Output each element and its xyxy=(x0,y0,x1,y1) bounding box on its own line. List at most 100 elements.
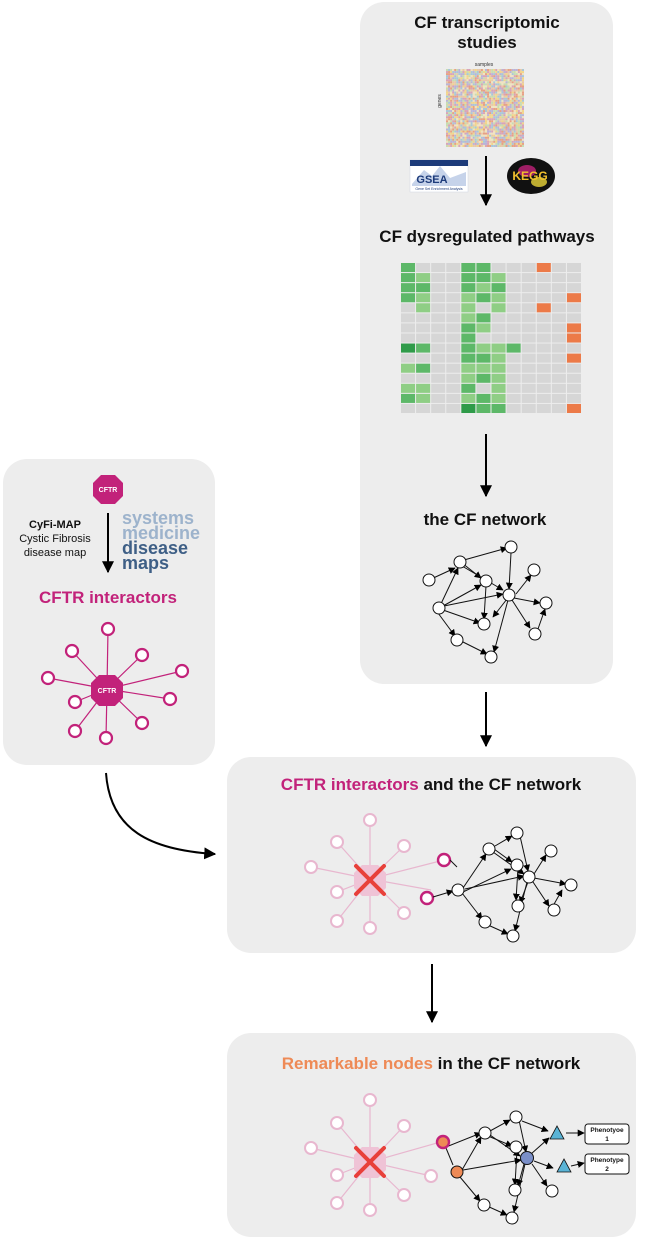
matrix-cell xyxy=(485,130,488,133)
matrix-cell xyxy=(491,126,494,129)
heatmap-cell xyxy=(566,383,581,393)
matrix-cell xyxy=(468,105,471,108)
matrix-cell xyxy=(491,95,494,98)
matrix-cell xyxy=(511,71,514,74)
matrix-cell xyxy=(452,114,455,117)
matrix-cell xyxy=(462,91,465,94)
matrix-cell xyxy=(517,77,520,80)
matrix-cell xyxy=(454,85,457,88)
matrix-cell xyxy=(478,134,481,137)
matrix-cell xyxy=(482,144,485,147)
matrix-cell xyxy=(466,81,469,84)
matrix-cell xyxy=(521,118,524,121)
matrix-cell xyxy=(470,120,473,123)
matrix-cell xyxy=(507,128,510,131)
matrix-cell xyxy=(511,122,514,125)
matrix-cell xyxy=(517,93,520,96)
matrix-cell xyxy=(474,93,477,96)
matrix-cell xyxy=(454,142,457,145)
matrix-cell xyxy=(472,79,475,82)
matrix-cell xyxy=(503,91,506,94)
matrix-cell xyxy=(499,108,502,111)
matrix-cell xyxy=(515,89,518,92)
matrix-cell xyxy=(497,126,500,129)
matrix-cell xyxy=(454,136,457,139)
matrix-cell xyxy=(511,120,514,123)
matrix-cell xyxy=(476,103,479,106)
matrix-cell xyxy=(505,114,508,117)
heatmap-cell xyxy=(401,333,416,343)
matrix-cell xyxy=(462,120,465,123)
heatmap-cell xyxy=(431,353,446,363)
matrix-cell xyxy=(505,69,508,72)
heatmap-cell xyxy=(446,373,461,383)
matrix-cell xyxy=(505,93,508,96)
matrix-cell xyxy=(503,136,506,139)
matrix-cell xyxy=(480,91,483,94)
matrix-cell xyxy=(480,73,483,76)
matrix-cell xyxy=(503,108,506,111)
matrix-cell xyxy=(499,122,502,125)
matrix-cell xyxy=(515,103,518,106)
matrix-cell xyxy=(468,75,471,78)
heatmap-cell xyxy=(446,293,461,303)
matrix-cell xyxy=(446,140,449,143)
matrix-cell xyxy=(452,89,455,92)
matrix-cell xyxy=(454,101,457,104)
matrix-cell xyxy=(497,122,500,125)
matrix-cell xyxy=(450,136,453,139)
matrix-cell xyxy=(464,114,467,117)
matrix-cell xyxy=(515,124,518,127)
matrix-cell xyxy=(470,69,473,72)
matrix-cell xyxy=(454,120,457,123)
matrix-cell xyxy=(448,93,451,96)
matrix-cell xyxy=(472,81,475,84)
matrix-cell xyxy=(462,73,465,76)
matrix-cell xyxy=(456,97,459,100)
matrix-cell xyxy=(501,118,504,121)
matrix-cell xyxy=(521,91,524,94)
matrix-cell xyxy=(468,95,471,98)
matrix-cell xyxy=(474,79,477,82)
matrix-cell xyxy=(468,77,471,80)
matrix-cell xyxy=(478,130,481,133)
matrix-cell xyxy=(511,136,514,139)
matrix-cell xyxy=(497,71,500,74)
matrix-cell xyxy=(487,138,490,141)
matrix-cell xyxy=(493,77,496,80)
heatmap-cell xyxy=(431,313,446,323)
matrix-cell xyxy=(489,124,492,127)
matrix-cell xyxy=(452,110,455,113)
matrix-cell xyxy=(521,79,524,82)
matrix-cell xyxy=(499,101,502,104)
matrix-cell xyxy=(468,91,471,94)
matrix-cell xyxy=(452,97,455,100)
matrix-cell xyxy=(482,75,485,78)
matrix-cell xyxy=(509,144,512,147)
matrix-cell xyxy=(501,103,504,106)
matrix-cell xyxy=(452,73,455,76)
matrix-cell xyxy=(458,114,461,117)
matrix-cell xyxy=(460,79,463,82)
heatmap-cell xyxy=(551,263,566,273)
matrix-cell xyxy=(450,89,453,92)
matrix-cell xyxy=(493,69,496,72)
heatmap-cell xyxy=(416,373,431,383)
matrix-cell xyxy=(468,116,471,119)
matrix-cell xyxy=(478,105,481,108)
matrix-cell xyxy=(521,77,524,80)
matrix-cell xyxy=(458,81,461,84)
matrix-cell xyxy=(515,83,518,86)
matrix-cell xyxy=(497,140,500,143)
matrix-cell xyxy=(470,124,473,127)
matrix-cell xyxy=(489,118,492,121)
matrix-cell xyxy=(448,120,451,123)
matrix-cell xyxy=(491,130,494,133)
matrix-cell xyxy=(489,110,492,113)
matrix-cell xyxy=(460,89,463,92)
matrix-cell xyxy=(497,128,500,131)
matrix-cell xyxy=(509,114,512,117)
matrix-cell xyxy=(489,144,492,147)
matrix-cell xyxy=(480,138,483,141)
matrix-cell xyxy=(460,122,463,125)
